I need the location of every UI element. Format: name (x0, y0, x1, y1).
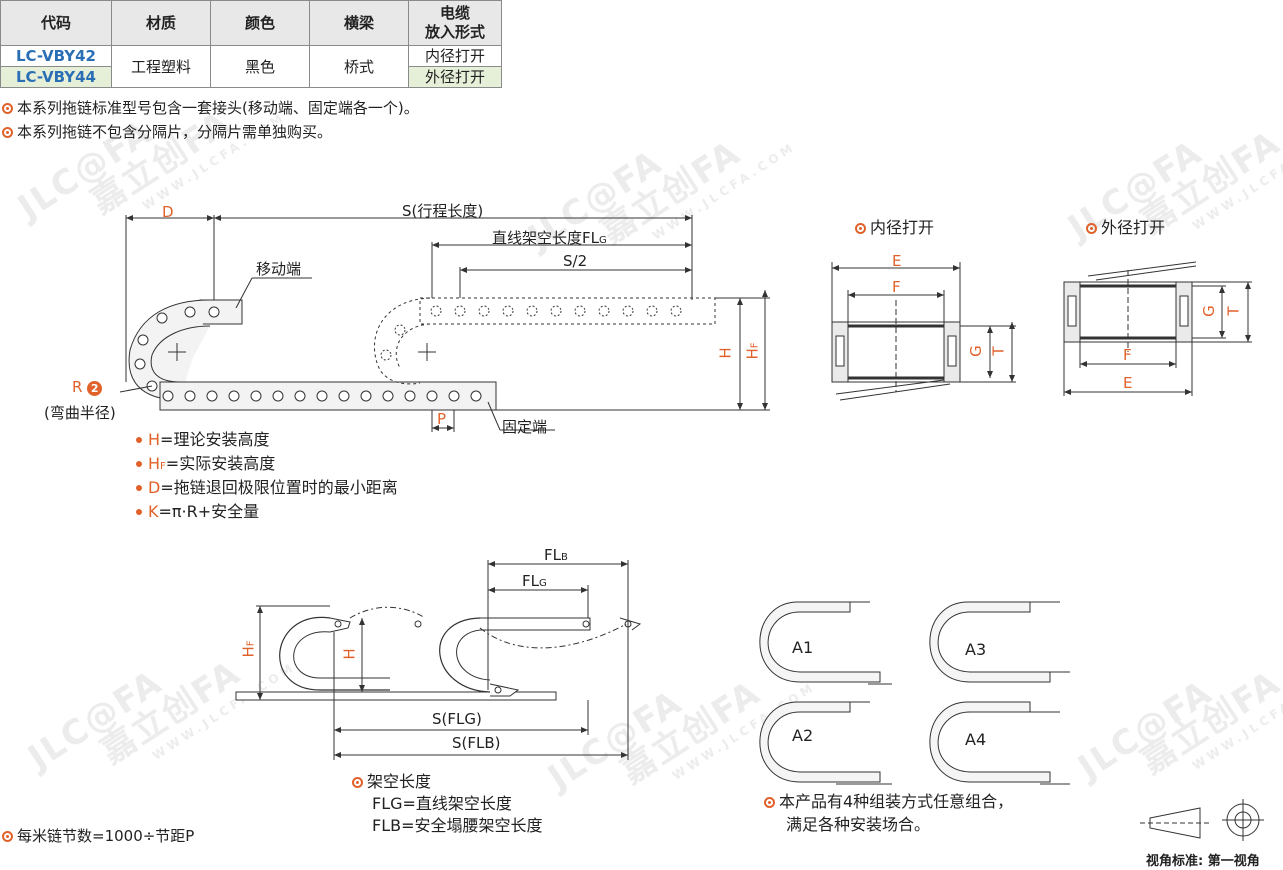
mount-note-2: 满足各种安装场合。 (786, 815, 931, 834)
dim-HF: HF (239, 640, 258, 658)
mount-A4: A4 (965, 730, 987, 749)
legend-2: HF=实际安装高度 (136, 454, 275, 477)
radius-label: R 2 (72, 378, 103, 396)
view-standard: 视角标准: 第一视角 (1146, 854, 1260, 869)
dim-T: T (1224, 306, 1243, 316)
legend-4: K=π·R+安全量 (136, 502, 259, 522)
bullet-icon (1086, 223, 1097, 234)
dim-FLG: FLG (522, 572, 547, 590)
legend-1: H=理论安装高度 (136, 430, 269, 450)
dim-S: S(行程长度) (402, 202, 484, 220)
header-code: 代码 (0, 0, 112, 46)
links-per-meter: 每米链节数=1000÷节距P (2, 826, 194, 846)
bullet-icon (2, 103, 13, 114)
mount-A3: A3 (965, 640, 987, 659)
dim-E: E (892, 252, 902, 270)
chain-bend (128, 299, 211, 401)
color-cell: 黑色 (210, 45, 310, 88)
dim-E: E (1123, 374, 1133, 392)
bend-radius-label: (弯曲半径) (44, 404, 116, 422)
header-beam: 横梁 (309, 0, 409, 46)
dim-H: H (716, 347, 735, 359)
dim-P: P (437, 410, 447, 428)
material-cell: 工程塑料 (111, 45, 211, 88)
inner-open-title: 内径打开 (855, 218, 934, 238)
dim-S-FLB: S(FLB) (452, 734, 501, 752)
dim-FLG: 直线架空长度FLG (492, 229, 607, 247)
dim-F: F (1123, 346, 1132, 364)
dim-HF: HF (743, 342, 762, 360)
note-2: 本系列拖链不包含分隔片，分隔片需单独购买。 (2, 122, 332, 142)
note-1: 本系列拖链标准型号包含一套接头(移动端、固定端各一个)。 (2, 98, 419, 118)
mount-A1: A1 (792, 638, 814, 657)
outer-open-title: 外径打开 (1086, 218, 1165, 238)
span-flb: FLB=安全塌腰架空长度 (372, 816, 543, 835)
spec-table: 代码 材质 颜色 横梁 电缆放入形式 LC-VBY42 工程塑料 黑色 桥式 内… (0, 0, 502, 88)
dim-G: G (966, 345, 985, 357)
span-title: 架空长度 (352, 772, 431, 792)
bullet-icon (2, 831, 13, 842)
dim-T: T (989, 346, 1008, 356)
mount-note-1: 本产品有4种组装方式任意组合， (764, 792, 1013, 812)
dim-D: D (162, 203, 174, 221)
moving-end-label: 移动端 (256, 260, 302, 278)
dashed-chain (419, 297, 716, 325)
chain-pins (134, 305, 682, 402)
dim-S-FLG: S(FLG) (432, 710, 482, 728)
mount-diagrams (759, 601, 1051, 783)
dim-H: H (340, 648, 359, 660)
beam-cell: 桥式 (309, 45, 409, 88)
bullet-icon (764, 797, 775, 808)
dim-F: F (892, 278, 901, 296)
open-cell: 外径打开 (408, 66, 502, 88)
span-flg: FLG=直线架空长度 (372, 794, 512, 813)
section-inner (831, 262, 1016, 401)
bullet-icon (2, 127, 13, 138)
dim-half: S/2 (563, 252, 588, 270)
fixed-end-label: 固定端 (502, 418, 548, 436)
number-badge: 2 (87, 381, 103, 396)
legend-3: D=拖链退回极限位置时的最小距离 (136, 478, 398, 498)
span-diagram (235, 560, 642, 760)
bullet-icon (855, 223, 866, 234)
code-cell: LC-VBY44 (0, 66, 112, 88)
dim-FLB: FLB (544, 546, 568, 564)
dim-G: G (1199, 305, 1218, 317)
section-outer (1063, 261, 1252, 396)
mount-A2: A2 (792, 726, 814, 745)
bullet-icon (352, 777, 363, 788)
header-cable: 电缆放入形式 (408, 0, 502, 46)
